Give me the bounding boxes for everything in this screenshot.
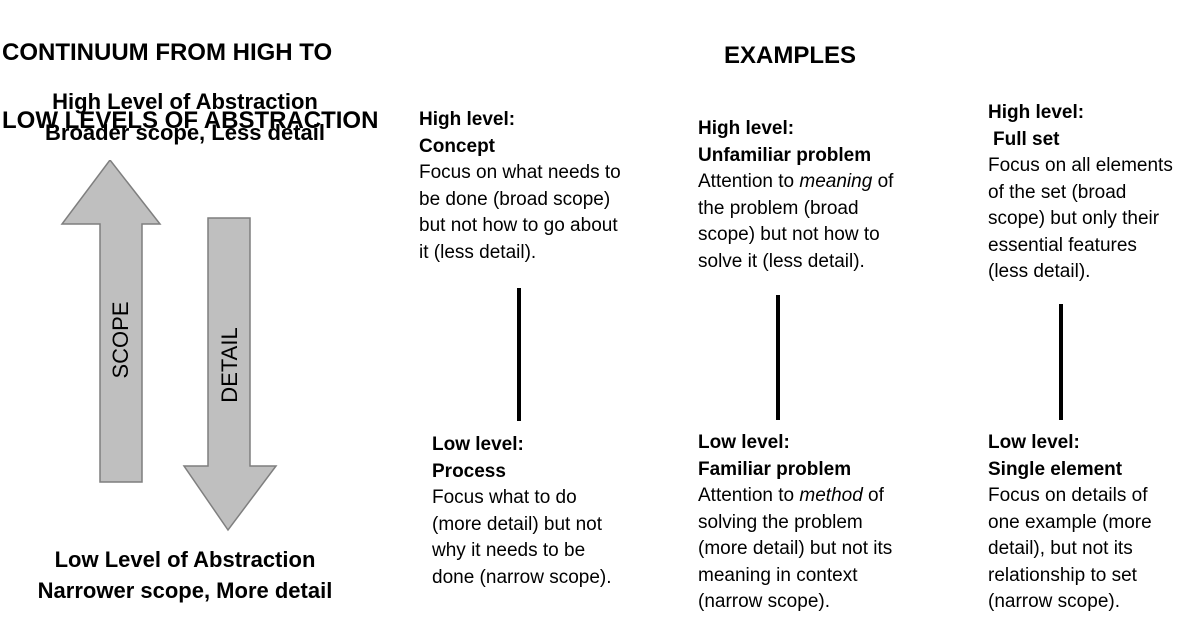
scope-arrow-up [60,160,162,483]
example-fullset-high: High level: Full set Focus on all elemen… [988,100,1173,286]
example-level-label: Low level: [988,432,1080,453]
detail-arrow-label: DETAIL [217,327,242,402]
example-line-start: Attention to [698,171,800,192]
example-name: Unfamiliar problem [698,144,872,166]
examples-title: EXAMPLES [723,42,857,69]
emphasis-meaning: meaning [799,171,873,192]
example-process-low: Low level: Process Focus what to do (mor… [432,432,612,591]
example-level-label: Low level: [698,432,790,453]
example-line: one example (more [988,511,1152,533]
example-line: essential features [988,234,1137,256]
example-line: (less detail). [988,261,1091,282]
example-unfamiliar-high: High level: Unfamiliar problem Attention… [698,116,893,275]
example-name: Single element [988,458,1123,480]
example-line: solve it (less detail). [698,250,865,272]
example-familiar-low: Low level: Familiar problem Attention to… [698,430,892,616]
example-level-label: High level: [698,118,795,139]
example-level-label: High level: [419,109,516,130]
example-line-end: of [872,171,894,192]
example-level-label: Low level: [432,434,524,455]
diagram-title-line1: CONTINUUM FROM HIGH TO [2,39,333,66]
diagram-title: CONTINUUM FROM HIGH TO LOW LEVELS OF ABS… [2,2,378,172]
example-line: done (narrow scope). [432,566,612,588]
low-level-heading-line1: Low Level of Abstraction [54,547,316,572]
example-line: Attention to method of [698,483,892,510]
example-line: but not how to go about [419,215,618,236]
example-line: meaning in context [698,564,858,586]
continuum-arrows: SCOPE DETAIL [60,160,278,532]
example-name: Concept [419,135,495,157]
example-line: it (less detail). [419,241,537,263]
low-level-heading-line2: Narrower scope, More detail [37,578,333,603]
high-level-heading-line2: Broader scope, Less detail [45,120,325,145]
example-concept-divider [517,288,521,421]
high-level-heading-line1: High Level of Abstraction [52,89,318,114]
example-line: detail), but not its [988,538,1133,559]
example-line: (more detail) but not its [698,538,893,559]
example-line: Focus on details of [988,485,1148,506]
example-line: scope) but not how to [698,224,880,245]
example-line-end: of [862,485,884,506]
example-line: be done (broad scope) [419,188,611,210]
example-line: (more detail) but not [432,513,603,535]
diagram-title-line2: LOW LEVELS OF ABSTRACTION [2,107,379,134]
example-line: of the set (broad [988,181,1127,203]
example-line: solving the problem [698,511,863,533]
example-line: the problem (broad [698,197,859,219]
example-line: Focus what to do [432,487,577,508]
detail-arrow-down [182,217,278,532]
example-line: why it needs to be [432,540,586,561]
scope-arrow-label: SCOPE [108,301,133,378]
example-line: Attention to meaning of [698,169,893,196]
example-line: (narrow scope). [988,591,1120,612]
example-name: Familiar problem [698,458,852,480]
example-level-label: High level: [988,102,1085,123]
example-single-low: Low level: Single element Focus on detai… [988,430,1152,616]
emphasis-method: method [799,485,863,506]
high-level-heading: High Level of Abstraction Broader scope,… [0,86,370,148]
example-line: relationship to set [988,564,1137,586]
example-line: (narrow scope). [698,591,830,612]
example-name: Full set [993,128,1060,150]
low-level-heading: Low Level of Abstraction Narrower scope,… [0,544,370,606]
example-concept-high: High level: Concept Focus on what needs … [419,107,621,266]
example-problem-divider [776,295,780,420]
example-line-start: Attention to [698,485,800,506]
example-set-divider [1059,304,1063,420]
example-line: Focus on what needs to [419,162,621,183]
example-line: scope) but only their [988,208,1160,229]
example-line: Focus on all elements [988,155,1173,176]
example-name: Process [432,460,506,482]
